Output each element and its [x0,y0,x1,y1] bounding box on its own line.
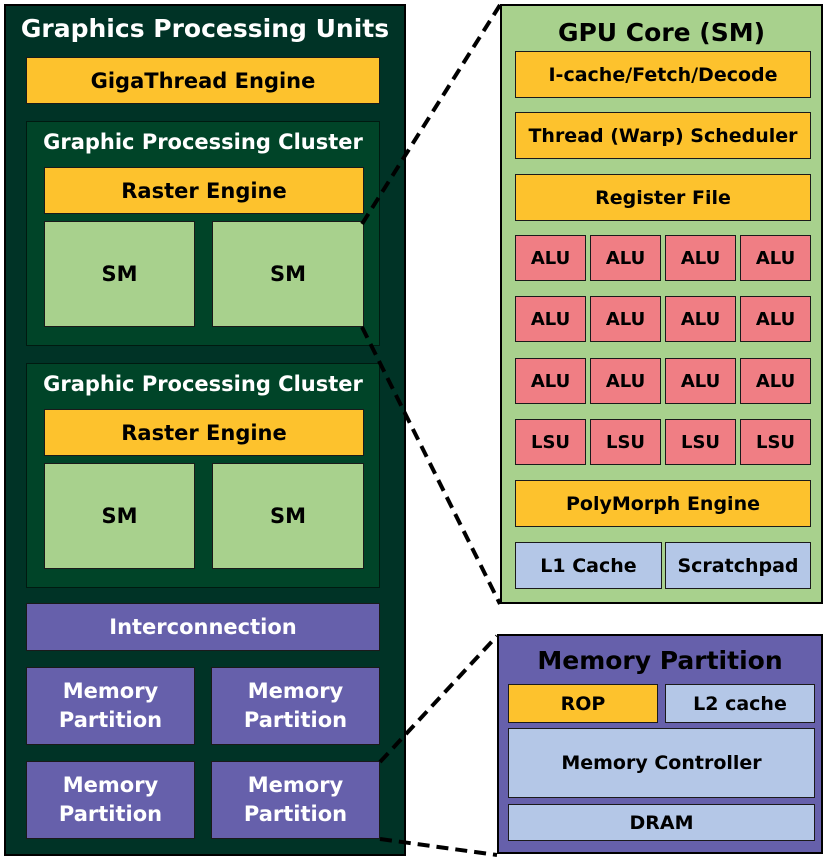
memory-partition-3: Memory Partition [26,761,195,839]
memory-partition-2: Memory Partition [211,667,380,745]
interconnection: Interconnection [26,603,380,651]
sm-detail-title: GPU Core (SM) [557,18,766,47]
memory-partition-4: Memory Partition [211,761,380,839]
rop: ROP [508,684,658,723]
gpc-2-title: Graphic Processing Cluster [43,372,363,396]
alu-unit: ALU [665,235,736,281]
memory-controller: Memory Controller [508,728,815,798]
gigathread-engine: GigaThread Engine [26,57,380,104]
alu-unit: ALU [515,235,586,281]
gpu-title: Graphics Processing Units [20,14,390,43]
l2-cache: L2 cache [665,684,815,723]
alu-unit: ALU [740,296,811,342]
l1-cache: L1 Cache [515,542,662,589]
memory-partition-1: Memory Partition [26,667,195,745]
sm-2-2: SM [212,463,364,569]
icache-fetch-decode: I-cache/Fetch/Decode [515,51,811,98]
lsu-unit: LSU [590,419,661,465]
raster-engine-1: Raster Engine [44,167,364,214]
lsu-unit: LSU [515,419,586,465]
lsu-unit: LSU [665,419,736,465]
dram: DRAM [508,804,815,841]
alu-unit: ALU [665,358,736,404]
alu-unit: ALU [515,358,586,404]
polymorph-engine: PolyMorph Engine [515,480,811,527]
sm-1-1: SM [44,221,195,327]
scratchpad: Scratchpad [665,542,811,589]
gpc-1-title: Graphic Processing Cluster [43,130,363,154]
alu-unit: ALU [590,296,661,342]
lsu-unit: LSU [740,419,811,465]
register-file: Register File [515,174,811,221]
alu-unit: ALU [590,358,661,404]
alu-unit: ALU [740,358,811,404]
alu-unit: ALU [740,235,811,281]
alu-unit: ALU [665,296,736,342]
sm-1-2: SM [212,221,364,327]
alu-unit: ALU [590,235,661,281]
alu-unit: ALU [515,296,586,342]
warp-scheduler: Thread (Warp) Scheduler [515,112,811,159]
raster-engine-2: Raster Engine [44,409,364,456]
memory-detail-title: Memory Partition [537,646,783,675]
sm-2-1: SM [44,463,195,569]
